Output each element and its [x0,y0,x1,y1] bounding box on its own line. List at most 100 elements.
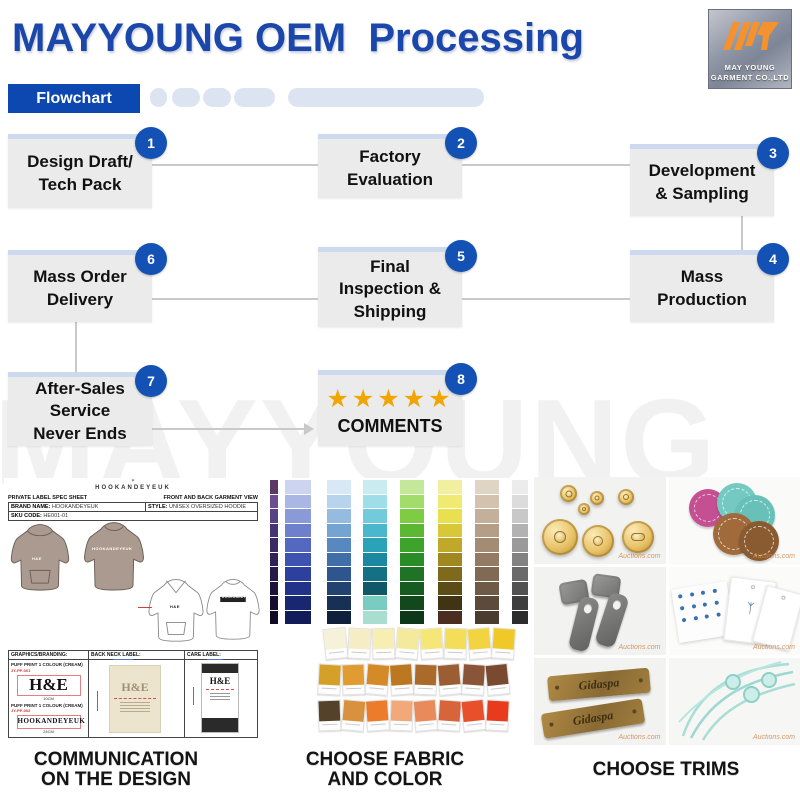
color-chip-card [317,663,342,696]
color-chip-card [347,627,372,660]
step-label: COMMENTS [337,415,443,436]
spec-brand-logo: HOOKANDEYEUK [95,485,171,491]
photo-watermark: Auctions.com [752,553,795,561]
string-seal-tags-photo: Auctions.com [668,657,800,745]
hoodie-front-drawing: H&E [4,522,76,592]
color-chip-card [436,699,463,732]
care-label-panel: CARE LABEL: H&E [185,651,257,737]
sku-value: HE001-01 [43,513,69,519]
hoodie-chest-text: H&E [170,604,180,609]
decorative-pill [234,88,275,107]
print-size: 10CM [43,695,54,701]
color-chip-card [460,663,487,696]
connector-line [462,164,630,166]
fabric-swatch-strip [473,480,501,624]
caption-communication: COMMUNICATION ON THE DESIGN [33,749,199,790]
step-label: Design Draft/ Tech Pack [27,152,133,194]
fabric-swatch-strip [398,480,426,624]
hoodie-chest-text: H&E [32,556,42,561]
decorative-pill [172,88,200,107]
color-chip-card [340,699,367,732]
fabric-swatch-strip [361,480,389,624]
print-code: JY-PP-001 [11,667,31,673]
hoodie-back-flat-drawing: HOOKANDEYEUK [204,572,268,646]
trims-photo-grid: Auctions.com Auctions.com Auctions.com ᛉ [534,477,800,745]
logo-company-name: MAY YOUNG [724,62,776,72]
metal-label-text: Gidaspa [578,674,620,693]
step-label: Factory Evaluation [347,147,433,189]
connector-line [152,298,318,300]
puff-print-note: PUFF PRINT 1 COLOUR (CREAM) [11,702,83,708]
color-chip-card [418,627,445,660]
color-chip-card [443,627,468,660]
step-number-badge: 8 [445,363,477,395]
step-box-development-sampling: 3 Development & Sampling [630,137,789,216]
sku-label: SKU CODE: [11,513,42,519]
color-chip-card [460,698,487,733]
hoodie-back-text: HOOKANDEYEUK [92,546,133,551]
tech-pack-spec-sheet-photo: ✶ HOOKANDEYEUK PRIVATE LABEL SPEC SHEET … [4,478,268,742]
gold-snap-buttons-photo: Auctions.com [534,477,666,565]
step-label: Final Inspection & Shipping [338,257,441,321]
step-number-badge: 6 [135,243,167,275]
step-number-badge: 1 [135,127,167,159]
step-number-badge: 2 [445,127,477,159]
back-neck-label-drawing: H&E [109,665,161,733]
color-chip-card [389,699,414,732]
connector-line [152,428,306,430]
flowchart-tab: Flowchart [8,84,140,113]
decorative-pill [288,88,484,107]
brand-logo-print: HOOKANDEYEUK [16,715,85,729]
color-chip-card [484,662,511,697]
step-number-badge: 4 [757,243,789,275]
hoodie-front-flat-drawing: H&E [138,574,206,646]
fabric-swatch-strip [325,480,353,624]
step-box-after-sales: 7 After-Sales Service Never Ends [8,365,167,446]
print-size: 24CM [43,728,54,734]
step-box-mass-order-delivery: 6 Mass Order Delivery [8,243,167,322]
photo-watermark: Auctions.com [618,734,661,741]
color-chip-card [364,699,391,732]
brand-name-value: HOOKANDEYEUK [51,504,99,510]
page-title: MAYYOUNG OEM Processing [12,16,584,60]
fabric-swatch-strip [268,480,280,624]
color-chip-card [371,627,396,660]
color-chip-card [341,663,366,696]
step-box-comments: 8 ★★★★★ COMMENTS [318,363,477,446]
print-code: JY-PP-002 [11,708,31,714]
fabric-swatch-strip [283,480,313,624]
color-chip-card [485,699,510,732]
step-label: Mass Production [657,267,747,309]
step-label: Development & Sampling [648,161,756,203]
color-chip-card [317,699,342,732]
brand-name-label: BRAND NAME: [11,504,51,510]
spec-doc-title: PRIVATE LABEL SPEC SHEET [8,495,88,501]
style-value: UNISEX OVERSIZED HOODIE [169,504,247,510]
connector-line [75,322,77,372]
hoodie-back-text: HOOKANDEYEUK [222,595,254,599]
step-label: After-Sales Service Never Ends [33,379,127,443]
string-loops-icon [677,660,795,741]
five-star-rating-icon: ★★★★★ [326,384,454,413]
fabric-swatches-photo [266,478,530,742]
photo-watermark: Auctions.com [618,643,661,651]
connector-line [741,216,743,250]
connector-line [462,298,630,300]
step-number-badge: 7 [135,365,167,397]
step-label: Mass Order Delivery [33,267,127,309]
deer-logo-icon: ᛉ [745,600,755,617]
color-chip-card [466,627,493,660]
puff-print-note: PUFF PRINT 1 COLOUR (CREAM) [11,662,83,667]
decorative-pill [203,88,231,107]
color-chip-card [412,699,439,732]
spec-detail-panels: GRAPHICS/BRANDING: PUFF PRINT 1 COLOUR (… [8,650,258,738]
zipper-pulls-photo: Auctions.com [534,567,666,655]
color-chip-card [490,627,517,660]
decorative-pill [150,88,167,107]
step-box-design-draft: 1 Design Draft/ Tech Pack [8,127,167,208]
caption-fabric-color: CHOOSE FABRIC AND COLOR [305,749,465,790]
color-chip-card [322,626,349,661]
color-chip-card [388,663,415,696]
spec-info-table: BRAND NAME: HOOKANDEYEUK STYLE: UNISEX O… [8,502,259,521]
